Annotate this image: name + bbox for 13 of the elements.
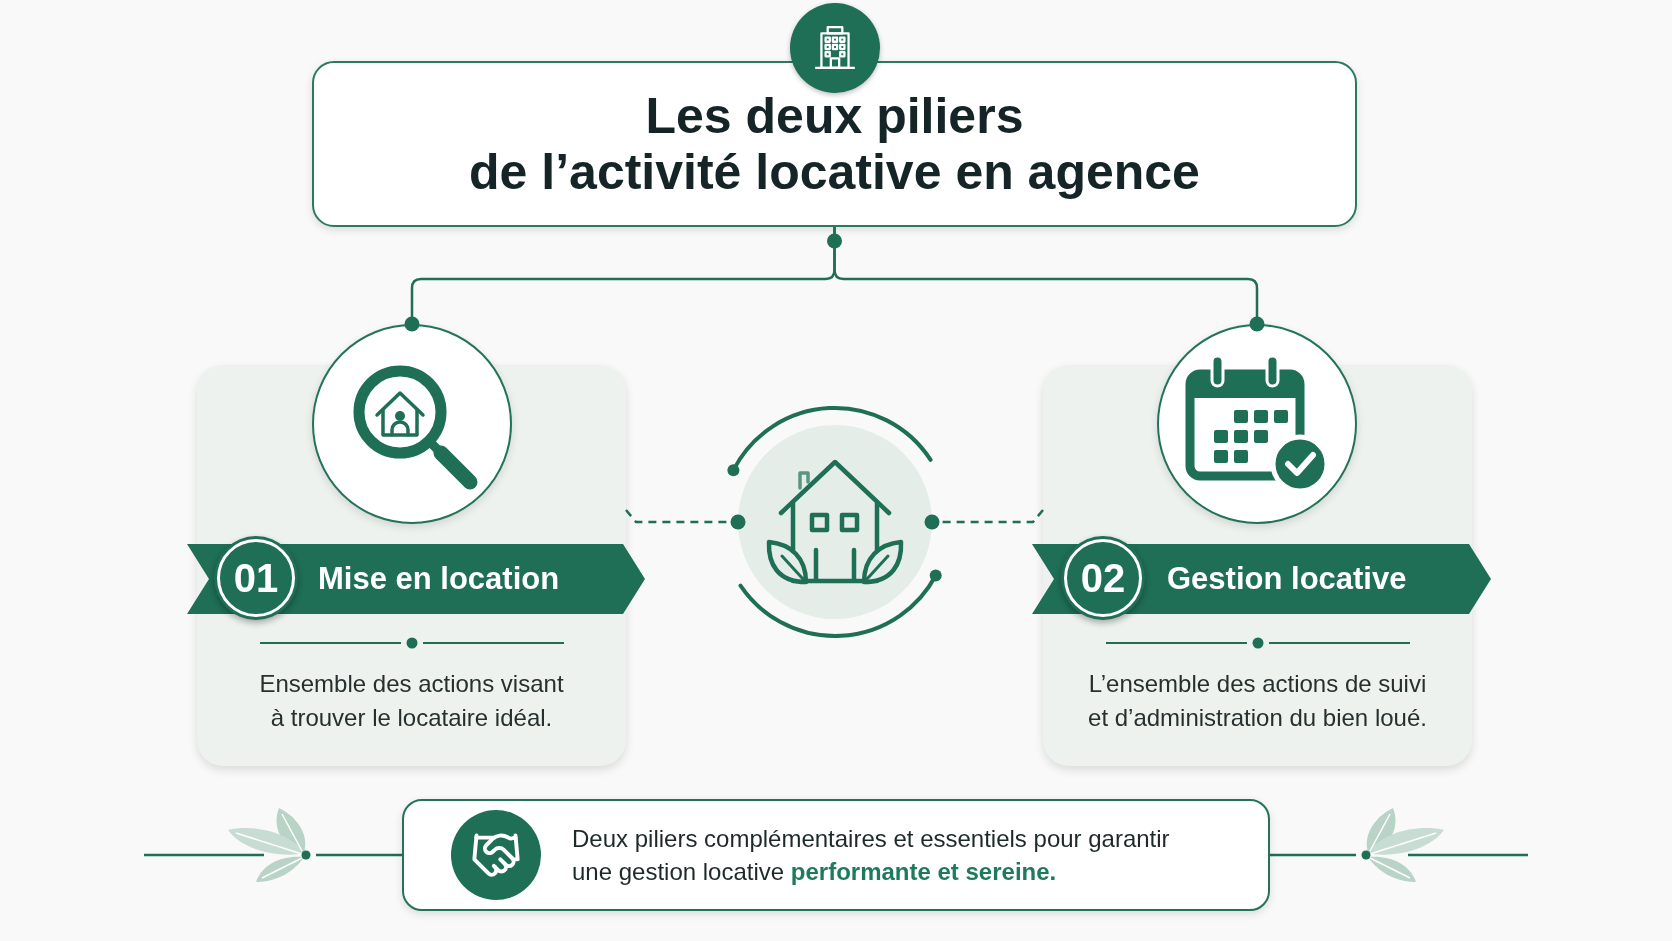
- summary-box: [402, 799, 1270, 911]
- summary-text: Deux piliers complémentaires et essentiels pour garantir une gestion locative performante et sereine.: [572, 824, 1171, 887]
- description: Ensemble des actions visant à trouver le locataire idéal.: [258, 669, 565, 733]
- connector: [833, 227, 1265, 332]
- dashed-connector: [625, 509, 746, 530]
- number-badge: 02: [1061, 536, 1145, 620]
- section-title: Gestion locative: [1167, 560, 1407, 598]
- number-badge: 01: [214, 536, 298, 620]
- title-box: [312, 61, 1357, 227]
- description: L’ensemble des actions de suivi et d’administration du bien loué.: [1087, 669, 1428, 733]
- section-title: Mise en location: [318, 560, 560, 598]
- dashed-connector: [924, 509, 1044, 530]
- title: Les deux piliers de l’activité locative en agence: [469, 88, 1200, 200]
